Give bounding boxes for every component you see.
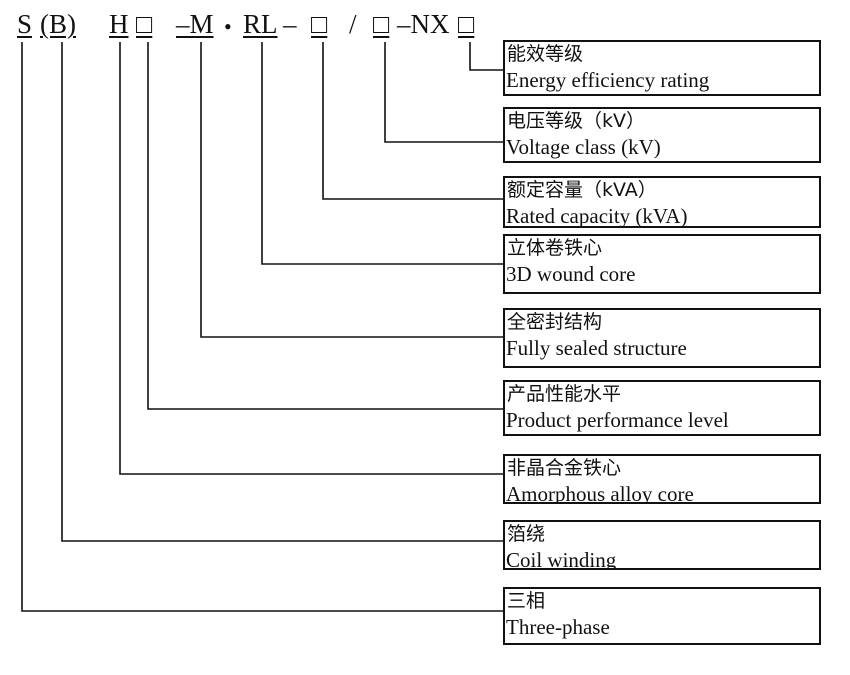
connector-rl	[261, 42, 503, 265]
connector-box1	[147, 42, 503, 410]
code-box3: □	[373, 9, 390, 39]
legend-en: Voltage class (kV)	[506, 135, 661, 159]
code-box2: □	[311, 9, 328, 39]
code-h: H	[109, 9, 129, 39]
connector-box3	[384, 42, 503, 143]
legend-en: Coil winding	[506, 548, 617, 570]
legend-voltage-class: 电压等级（kV） Voltage class (kV)	[503, 107, 821, 163]
legend-zh: 立体卷铁心	[507, 237, 603, 259]
code-box4: □	[458, 9, 475, 39]
legend-three-phase: 三相 Three-phase	[503, 587, 821, 645]
code-slash: /	[349, 9, 357, 39]
code-box1: □	[136, 9, 153, 39]
code-s: S	[17, 9, 33, 39]
legend-performance-level: 产品性能水平 Product performance level	[503, 380, 821, 436]
legend-en: Energy efficiency rating	[506, 68, 710, 92]
legend-zh: 电压等级（kV）	[507, 110, 646, 132]
connector-h	[119, 42, 503, 475]
legend-zh: 产品性能水平	[507, 383, 622, 405]
legend-3d-wound-core: 立体卷铁心 3D wound core	[503, 234, 821, 294]
legend-zh: 能效等级	[507, 43, 584, 65]
legend-fully-sealed: 全密封结构 Fully sealed structure	[503, 308, 821, 368]
code-rl: RL	[243, 9, 278, 39]
code-dash: –	[283, 9, 297, 39]
legend-coil-winding: 箔绕 Coil winding	[503, 520, 821, 570]
legend-en: 3D wound core	[506, 262, 636, 286]
connector-b	[61, 42, 503, 542]
legend-zh: 非晶合金铁心	[507, 457, 622, 479]
legend-zh: 箔绕	[507, 523, 546, 545]
connector-m	[200, 42, 503, 338]
code-nx: –NX	[397, 9, 450, 39]
legend-en: Rated capacity (kVA)	[506, 204, 688, 228]
legend-rated-capacity: 额定容量（kVA） Rated capacity (kVA)	[503, 176, 821, 228]
legend-amorphous-core: 非晶合金铁心 Amorphous alloy core	[503, 454, 821, 504]
legend-energy-efficiency: 能效等级 Energy efficiency rating	[503, 40, 821, 96]
code-dot: •	[224, 14, 232, 39]
connector-box2	[322, 42, 503, 200]
legend-en: Amorphous alloy core	[506, 482, 694, 504]
connector-box4	[469, 42, 503, 71]
connector-s	[21, 42, 503, 612]
legend-zh: 额定容量（kVA）	[507, 179, 657, 201]
legend-en: Product performance level	[506, 408, 729, 432]
code-m: –M	[176, 9, 214, 39]
legend-en: Three-phase	[506, 615, 610, 639]
legend-zh: 三相	[507, 590, 546, 612]
code-b: (B)	[40, 9, 76, 39]
legend-en: Fully sealed structure	[506, 336, 687, 360]
legend-zh: 全密封结构	[507, 311, 603, 333]
